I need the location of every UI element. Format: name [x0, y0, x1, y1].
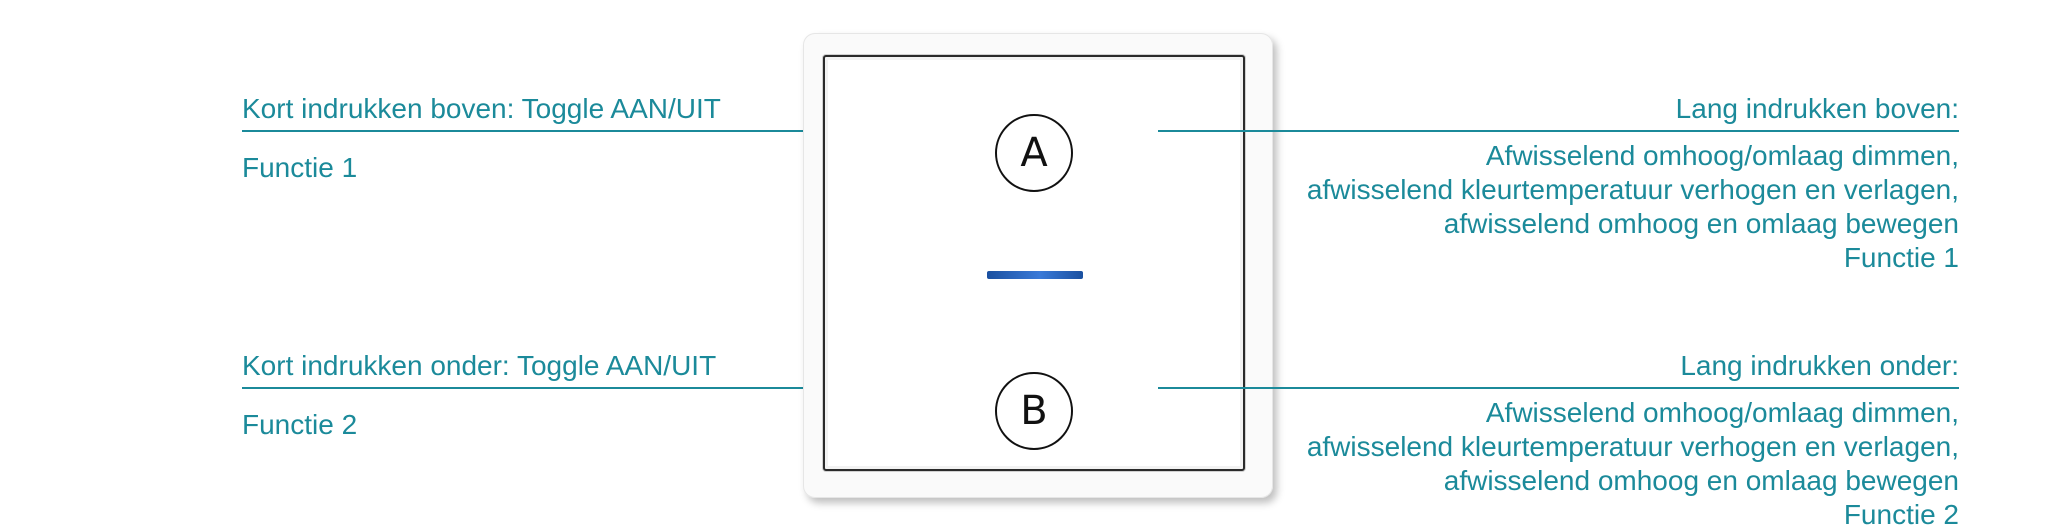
top-left-function: Functie 1 — [242, 152, 358, 183]
led-indicator — [987, 271, 1083, 279]
bottom-right-title: Lang indrukken onder: — [1680, 350, 1959, 381]
switch-frame: A B — [803, 33, 1273, 498]
bottom-right-leader-line — [1158, 387, 1959, 389]
bottom-left-title: Kort indrukken onder: Toggle AAN/UIT — [242, 350, 717, 381]
top-right-line: afwisselend kleurtemperatuur verhogen en… — [1306, 174, 1959, 205]
top-right-line: Afwisselend omhoog/omlaag dimmen, — [1485, 140, 1959, 171]
bottom-right-line: Afwisselend omhoog/omlaag dimmen, — [1485, 397, 1959, 428]
button-b[interactable]: B — [995, 372, 1073, 450]
bottom-right-function: Functie 2 — [1843, 499, 1959, 530]
bottom-right-line: afwisselend omhoog en omlaag bewegen — [1443, 465, 1959, 496]
top-right-description: Afwisselend omhoog/omlaag dimmen, afwiss… — [1307, 139, 1959, 275]
top-left-title: Kort indrukken boven: Toggle AAN/UIT — [242, 93, 721, 124]
top-left-leader-line — [242, 130, 910, 132]
bottom-right-description: Afwisselend omhoog/omlaag dimmen, afwiss… — [1307, 396, 1959, 532]
bottom-left-leader-line — [242, 387, 910, 389]
button-a[interactable]: A — [995, 114, 1073, 192]
switch-rocker: A B — [823, 55, 1245, 471]
bottom-right-line: afwisselend kleurtemperatuur verhogen en… — [1306, 431, 1959, 462]
bottom-left-function: Functie 2 — [242, 409, 358, 440]
top-right-function: Functie 1 — [1843, 242, 1959, 273]
top-right-line: afwisselend omhoog en omlaag bewegen — [1443, 208, 1959, 239]
top-right-title: Lang indrukken boven: — [1675, 93, 1959, 124]
top-right-leader-line — [1158, 130, 1959, 132]
